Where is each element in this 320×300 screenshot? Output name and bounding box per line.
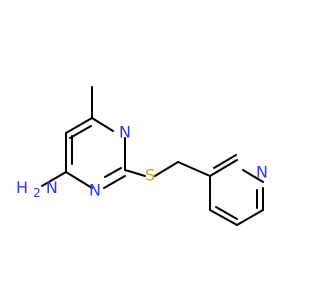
ring-bond-c6-n1 bbox=[91, 117, 114, 132]
benzyl-bond bbox=[177, 161, 211, 177]
ring-bond-c5-c6 bbox=[65, 117, 93, 134]
ring-bond-n3-c4 bbox=[65, 171, 93, 189]
ring-nitrogen-top: N bbox=[119, 123, 131, 142]
bond-layer bbox=[41, 86, 264, 226]
amine-bond bbox=[41, 171, 67, 187]
sulfur-atom: S bbox=[145, 166, 155, 185]
amine-h: H bbox=[16, 178, 28, 197]
pyridine-bond-1-inner bbox=[213, 154, 237, 169]
ring-bond-c2-n3-b bbox=[104, 167, 122, 178]
amine-label: H 2 N bbox=[16, 178, 58, 202]
pyridine-bond-2 bbox=[242, 169, 264, 183]
ring-bond-c2-n3-a bbox=[103, 175, 126, 189]
pyridine-bond-5 bbox=[209, 209, 238, 226]
ring-bond-c5-c6-inner bbox=[69, 125, 92, 139]
thioether-bond-c2-s bbox=[124, 169, 146, 177]
pyridine-bond-1 bbox=[209, 159, 238, 177]
pyridine-bond-4 bbox=[236, 209, 264, 226]
amine-subscript: 2 bbox=[33, 186, 41, 200]
pyridine-nitrogen: N bbox=[256, 163, 268, 182]
molecule-canvas: N N H 2 N S N bbox=[16, 86, 268, 226]
amine-n: N bbox=[46, 178, 58, 197]
ring-nitrogen-bottom: N bbox=[89, 181, 101, 200]
molecule-structure: N N H 2 N S N bbox=[16, 86, 268, 226]
pyridine-bond-5-inner bbox=[215, 206, 238, 220]
thioether-bond-s-ch2 bbox=[154, 161, 179, 177]
